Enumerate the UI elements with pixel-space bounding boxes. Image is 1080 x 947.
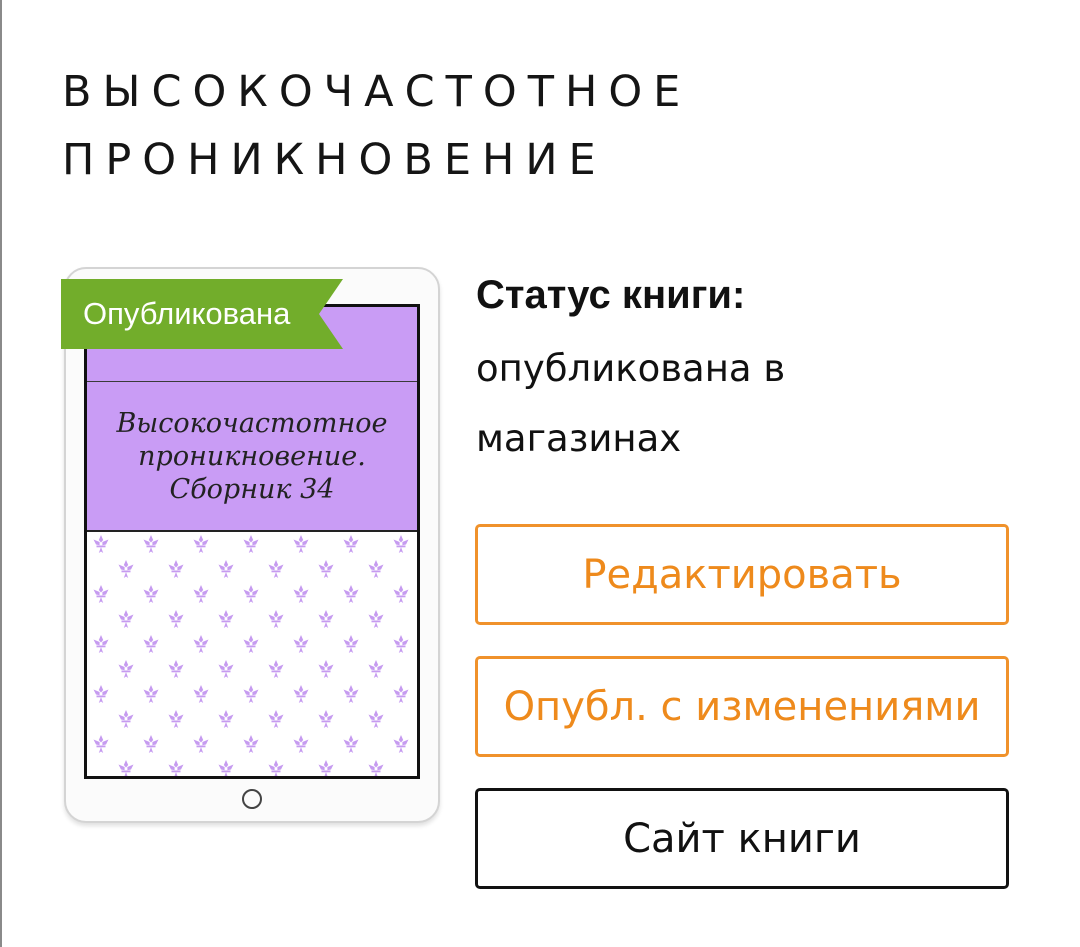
- book-cover-tablet[interactable]: Высокочастотное проникновение. Сборник 3…: [64, 267, 440, 823]
- book-status-value: опубликована в магазинах: [476, 334, 996, 474]
- badge-ribbon-icon: [61, 279, 343, 349]
- cover-title-line-2: проникновение.: [138, 440, 366, 472]
- fleur-de-lis-pattern-icon: [87, 532, 417, 776]
- republish-with-changes-button[interactable]: Опубл. с изменениями: [475, 656, 1009, 757]
- status-badge: Опубликована: [61, 279, 343, 349]
- cover-title-line-1: Высокочастотное: [116, 407, 388, 439]
- left-border: [0, 0, 2, 947]
- book-status-heading: Статус книги:: [476, 273, 746, 317]
- tablet-home-button: [242, 789, 262, 809]
- cover-title-line-3: Сборник 34: [169, 473, 335, 505]
- page-title-line-1: ВЫСОКОЧАСТОТНОЕ: [62, 67, 692, 117]
- page-title-line-2: ПРОНИКНОВЕНИЕ: [62, 135, 607, 185]
- cover-title-band: Высокочастотное проникновение. Сборник 3…: [87, 382, 417, 532]
- page-title: ВЫСОКОЧАСТОТНОЕ ПРОНИКНОВЕНИЕ: [62, 58, 1042, 194]
- book-site-button[interactable]: Сайт книги: [475, 788, 1009, 889]
- cover-title: Высокочастотное проникновение. Сборник 3…: [92, 407, 412, 506]
- book-cover: Высокочастотное проникновение. Сборник 3…: [84, 304, 420, 779]
- edit-button[interactable]: Редактировать: [475, 524, 1009, 625]
- cover-pattern: [87, 532, 417, 776]
- book-status-value-line-2: магазинах: [476, 417, 682, 460]
- badge-label: Опубликована: [83, 296, 291, 331]
- book-status-value-line-1: опубликована в: [476, 347, 786, 390]
